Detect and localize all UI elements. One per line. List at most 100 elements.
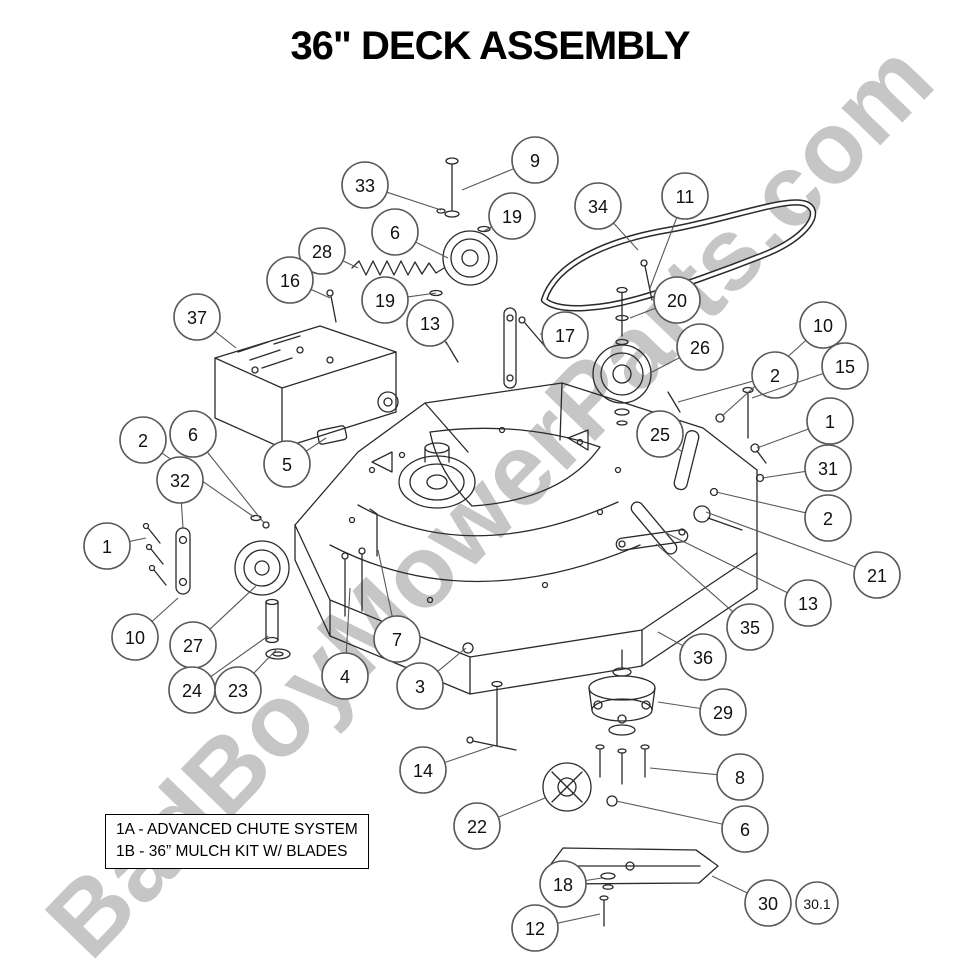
callout-21[interactable]: 21 xyxy=(853,551,901,599)
callout-1[interactable]: 1 xyxy=(83,522,131,570)
callout-circle[interactable] xyxy=(574,182,622,230)
callout-circle[interactable] xyxy=(804,494,852,542)
callout-leader xyxy=(151,597,179,622)
callout-circle[interactable] xyxy=(821,342,869,390)
callout-circle[interactable] xyxy=(169,410,217,458)
callout-5[interactable]: 5 xyxy=(263,440,311,488)
callout-8[interactable]: 8 xyxy=(716,753,764,801)
callout-circle[interactable] xyxy=(799,301,847,349)
callout-circle[interactable] xyxy=(636,410,684,458)
callout-circle[interactable] xyxy=(661,172,709,220)
callout-31[interactable]: 31 xyxy=(804,444,852,492)
callout-label: 1 xyxy=(102,537,112,557)
callout-label: 2 xyxy=(138,431,148,451)
callout-label: 2 xyxy=(770,366,780,386)
callout-11[interactable]: 11 xyxy=(661,172,709,220)
callout-7[interactable]: 7 xyxy=(373,615,421,663)
callout-13[interactable]: 13 xyxy=(784,579,832,627)
callout-circle[interactable] xyxy=(298,227,346,275)
callout-circle[interactable] xyxy=(699,688,747,736)
callout-circle[interactable] xyxy=(111,613,159,661)
callout-10[interactable]: 10 xyxy=(799,301,847,349)
callout-2[interactable]: 2 xyxy=(751,351,799,399)
callout-29[interactable]: 29 xyxy=(699,688,747,736)
callout-15[interactable]: 15 xyxy=(821,342,869,390)
callout-23[interactable]: 23 xyxy=(214,666,262,714)
callout-circle[interactable] xyxy=(679,633,727,681)
callout-circle[interactable] xyxy=(453,802,501,850)
callout-12[interactable]: 12 xyxy=(511,904,559,952)
callout-19[interactable]: 19 xyxy=(488,192,536,240)
callout-circle[interactable] xyxy=(744,879,792,927)
callout-circle[interactable] xyxy=(806,397,854,445)
callout-10[interactable]: 10 xyxy=(111,613,159,661)
callout-9[interactable]: 9 xyxy=(511,136,559,184)
callout-circle[interactable] xyxy=(263,440,311,488)
extension-spring xyxy=(351,260,445,276)
callout-circle[interactable] xyxy=(396,662,444,710)
callout-circle[interactable] xyxy=(488,192,536,240)
callout-13[interactable]: 13 xyxy=(406,299,454,347)
callout-36[interactable]: 36 xyxy=(679,633,727,681)
callout-circle[interactable] xyxy=(371,208,419,256)
callout-circle[interactable] xyxy=(726,603,774,651)
callout-26[interactable]: 26 xyxy=(676,323,724,371)
callout-24[interactable]: 24 xyxy=(168,666,216,714)
callout-30.1[interactable]: 30.1 xyxy=(795,881,839,925)
callout-circle[interactable] xyxy=(784,579,832,627)
callout-circle[interactable] xyxy=(173,293,221,341)
callout-27[interactable]: 27 xyxy=(169,621,217,669)
callout-circle[interactable] xyxy=(804,444,852,492)
callout-32[interactable]: 32 xyxy=(156,456,204,504)
callout-circle[interactable] xyxy=(406,299,454,347)
callout-circle[interactable] xyxy=(676,323,724,371)
callout-6[interactable]: 6 xyxy=(721,805,769,853)
callout-6[interactable]: 6 xyxy=(169,410,217,458)
callout-16[interactable]: 16 xyxy=(266,256,314,304)
callout-34[interactable]: 34 xyxy=(574,182,622,230)
callout-circle[interactable] xyxy=(361,276,409,324)
callout-circle[interactable] xyxy=(83,522,131,570)
callout-circle[interactable] xyxy=(156,456,204,504)
callout-circle[interactable] xyxy=(795,881,839,925)
callout-circle[interactable] xyxy=(511,136,559,184)
callout-28[interactable]: 28 xyxy=(298,227,346,275)
callout-20[interactable]: 20 xyxy=(653,276,701,324)
deck-shell xyxy=(294,382,758,695)
callout-6[interactable]: 6 xyxy=(371,208,419,256)
callout-circle[interactable] xyxy=(541,311,589,359)
callout-35[interactable]: 35 xyxy=(726,603,774,651)
spindle-assembly xyxy=(588,649,656,785)
callout-1[interactable]: 1 xyxy=(806,397,854,445)
callout-circle[interactable] xyxy=(653,276,701,324)
callout-circle[interactable] xyxy=(341,161,389,209)
callout-25[interactable]: 25 xyxy=(636,410,684,458)
callout-14[interactable]: 14 xyxy=(399,746,447,794)
callout-circle[interactable] xyxy=(399,746,447,794)
callout-30[interactable]: 30 xyxy=(744,879,792,927)
callout-2[interactable]: 2 xyxy=(804,494,852,542)
callout-19[interactable]: 19 xyxy=(361,276,409,324)
callout-circle[interactable] xyxy=(373,615,421,663)
callout-4[interactable]: 4 xyxy=(321,652,369,700)
callout-18[interactable]: 18 xyxy=(539,860,587,908)
callout-17[interactable]: 17 xyxy=(541,311,589,359)
callout-22[interactable]: 22 xyxy=(453,802,501,850)
callout-circle[interactable] xyxy=(539,860,587,908)
callout-leader xyxy=(310,288,331,299)
callout-circle[interactable] xyxy=(853,551,901,599)
callout-label: 24 xyxy=(182,681,202,701)
callout-33[interactable]: 33 xyxy=(341,161,389,209)
callout-circle[interactable] xyxy=(321,652,369,700)
callout-circle[interactable] xyxy=(511,904,559,952)
callout-37[interactable]: 37 xyxy=(173,293,221,341)
callout-circle[interactable] xyxy=(266,256,314,304)
callout-2[interactable]: 2 xyxy=(119,416,167,464)
right-hardware xyxy=(667,386,767,497)
callout-circle[interactable] xyxy=(214,666,262,714)
callout-label: 10 xyxy=(125,628,145,648)
callout-circle[interactable] xyxy=(721,805,769,853)
callout-3[interactable]: 3 xyxy=(396,662,444,710)
callout-circle[interactable] xyxy=(119,416,167,464)
callout-circle[interactable] xyxy=(716,753,764,801)
